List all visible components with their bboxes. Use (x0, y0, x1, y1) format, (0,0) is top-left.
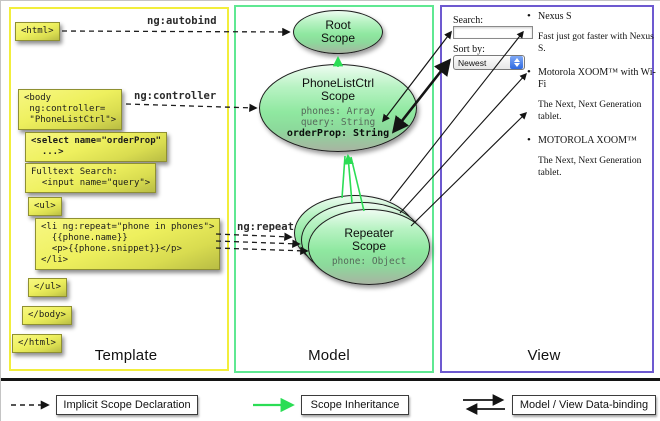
code-fulltext-input: Fulltext Search: <input name="query"> (25, 163, 157, 193)
ng-repeat-label: ng:repeat (237, 221, 294, 233)
phonelistctrl-scope-ellipse: PhoneListCtrl Scope phones: Array query:… (259, 64, 417, 152)
legend-implicit-scope-declaration: Implicit Scope Declaration (56, 395, 198, 415)
root-scope-title: Root Scope (320, 18, 356, 45)
legend-scope-inheritance: Scope Inheritance (301, 395, 409, 415)
phone-name: Motorola XOOM™ with Wi-Fi (527, 66, 657, 91)
code-ul-close: </ul> (28, 278, 68, 297)
template-column-label: Template (94, 347, 158, 364)
code-select: <select name="orderProp" ...> (25, 132, 168, 162)
prop-phones: phones: Array (300, 106, 376, 117)
code-ul-open: <ul> (28, 197, 62, 216)
phonelistctrl-scope-title: PhoneListCtrl Scope (301, 76, 375, 103)
root-scope-ellipse: Root Scope (293, 10, 383, 54)
view-column-label: View (527, 347, 561, 364)
code-html-open: <html> (15, 22, 60, 41)
phone-name: Nexus S (527, 10, 657, 23)
select-stepper-icon (510, 56, 523, 69)
search-input[interactable] (453, 26, 533, 39)
prop-query: query: String (300, 117, 376, 128)
phone-snippet: Fast just got faster with Nexus S. (538, 32, 654, 54)
phone-list: Nexus S Fast just got faster with Nexus … (525, 10, 657, 191)
prop-orderprop: orderProp: String (286, 128, 390, 139)
phone-snippet: The Next, Next Generation tablet. (538, 100, 642, 122)
ng-autobind-label: ng:autobind (147, 15, 217, 27)
code-body-open: <body ng:controller= "PhoneListCtrl"> (18, 89, 123, 130)
legend-divider (1, 378, 660, 381)
phone-name: MOTOROLA XOOM™ (527, 134, 657, 147)
sort-select-value: Newest (458, 57, 487, 68)
repeater-scope-title: Repeater Scope (344, 226, 394, 253)
search-label: Search: (453, 15, 483, 26)
phone-snippet: The Next, Next Generation tablet. (538, 156, 642, 178)
sort-by-label: Sort by: (453, 44, 485, 55)
model-column (234, 5, 434, 373)
ng-controller-label: ng:controller (134, 90, 217, 102)
list-item: Motorola XOOM™ with Wi-Fi The Next, Next… (525, 66, 657, 123)
code-li-repeat: <li ng:repeat="phone in phones"> {{phone… (35, 218, 221, 270)
repeater-scope-ellipse: Repeater Scope phone: Object (308, 209, 430, 285)
list-item: MOTOROLA XOOM™ The Next, Next Generation… (525, 134, 657, 179)
model-column-label: Model (308, 347, 350, 364)
prop-phone: phone: Object (331, 256, 407, 267)
code-html-close: </html> (12, 334, 62, 353)
legend-model-view-data-binding: Model / View Data-binding (512, 395, 656, 415)
code-body-close: </body> (22, 306, 72, 325)
sort-select[interactable]: Newest (453, 55, 525, 70)
list-item: Nexus S Fast just got faster with Nexus … (525, 10, 657, 55)
